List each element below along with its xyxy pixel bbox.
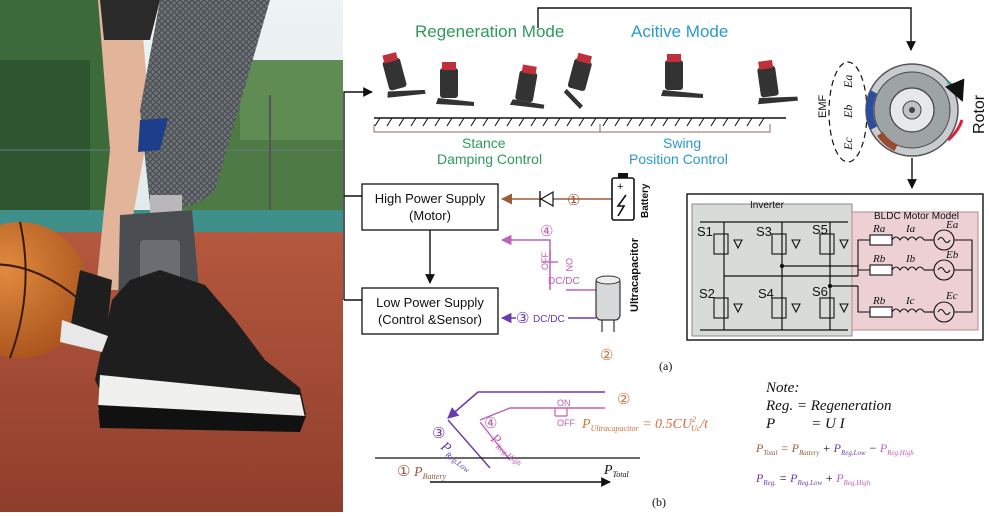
battery-path: ① + Battery	[500, 173, 651, 221]
note-title: Note:	[765, 380, 799, 396]
p-reg-low: PReg.Low	[436, 439, 476, 475]
b-on-label: ON	[557, 398, 571, 408]
switch-on-label: ON	[564, 258, 574, 272]
high-power-supply-label: High Power Supply	[375, 191, 486, 206]
current-ic: Ic	[905, 295, 915, 307]
ultracapacitor-icon	[595, 275, 621, 332]
circled-one: ①	[567, 192, 580, 209]
low-power-supply-sub: (Control &Sensor)	[378, 312, 482, 327]
p-battery: PBattery	[413, 465, 447, 481]
ultracapacitor-label: Ultracapacitor	[629, 237, 641, 312]
ground-line	[374, 117, 786, 127]
high-power-supply-sub: (Motor)	[409, 208, 451, 223]
emf-ea: Ea	[841, 75, 855, 89]
active-mode-label: Acitive Mode	[631, 22, 728, 41]
note-line1: Reg. = Regeneration	[765, 398, 892, 414]
mode-to-rotor-arrow	[537, 7, 916, 51]
battery-label: Battery	[640, 183, 651, 218]
regen-low-path: ③ DC/DC	[500, 310, 596, 327]
current-ib: Ib	[905, 253, 916, 265]
current-ia: Ia	[905, 223, 916, 235]
inverter-label: Inverter	[750, 200, 785, 211]
b-circled-two: ②	[617, 391, 630, 408]
damping-control-label: Damping Control	[437, 151, 542, 167]
p-reg-high: PReg.High	[486, 431, 527, 468]
caption-a: (a)	[659, 359, 672, 373]
position-control-label: Position Control	[629, 151, 728, 167]
note: Note: Reg. = Regeneration P= U I PTotal …	[755, 380, 914, 487]
rotor-label: Rotor	[971, 94, 988, 134]
switch-off-label: OFF	[540, 252, 550, 270]
circled-three: ③	[516, 310, 529, 327]
feedback-arrow	[343, 87, 373, 197]
circled-four: ④	[540, 223, 553, 240]
swing-label: Swing	[663, 135, 701, 151]
bldc-model-label: BLDC Motor Model	[874, 211, 959, 222]
source-eb: Eb	[945, 249, 959, 261]
battery-icon: +	[611, 173, 635, 221]
svg-text:+: +	[617, 181, 623, 193]
switch-s1: S1	[697, 224, 713, 239]
b-circled-one: ①	[397, 463, 410, 480]
regeneration-mode-label: Regeneration Mode	[415, 22, 564, 41]
emf-label: EMF	[817, 95, 829, 119]
motor-rotor-icon: Rotor	[865, 63, 988, 157]
regen-high-path: ④ OFF ON DC/DC	[500, 223, 604, 291]
dcdc-label-purple: DC/DC	[533, 314, 565, 325]
note-eq2: PReg. = PReg.Low + PReg.High	[755, 471, 871, 487]
inverter-circuit: Inverter BLDC Motor Model S1 S3 S5 S2 S4…	[686, 193, 984, 341]
b-circled-four: ④	[484, 415, 497, 432]
b-circled-three: ③	[432, 425, 445, 442]
emf-eb: Eb	[841, 105, 855, 119]
gait-poses	[382, 52, 798, 110]
low-power-supply-label: Low Power Supply	[376, 295, 484, 310]
b-off-label: OFF	[557, 418, 575, 428]
source-ea: Ea	[945, 219, 959, 231]
switch-s6: S6	[812, 284, 828, 299]
p-total: PTotal	[603, 463, 630, 479]
high-power-supply-box	[361, 183, 499, 231]
source-ec: Ec	[945, 290, 958, 302]
stance-label: Stance	[462, 135, 506, 151]
switch-s3: S3	[756, 224, 772, 239]
switch-s2: S2	[699, 286, 715, 301]
prosthetic-leg-photo	[0, 0, 343, 512]
resistor-rb: Rb	[872, 253, 886, 265]
note-eq1: PTotal = PBattery + PReg.Low − PReg.High	[755, 441, 914, 457]
emf-ec: Ec	[841, 137, 855, 151]
caption-b: (b)	[652, 495, 666, 509]
low-power-supply-box	[361, 287, 499, 335]
resistor-rc: Rb	[872, 295, 886, 307]
note-line2: P= U I	[765, 416, 846, 432]
switch-s4: S4	[758, 286, 774, 301]
dcdc-label-pink: DC/DC	[548, 276, 580, 287]
switch-s5: S5	[812, 222, 828, 237]
emf-group: EMF Ea Eb Ec	[817, 61, 868, 163]
resistor-ra: Ra	[872, 223, 886, 235]
circled-two: ②	[600, 347, 613, 364]
